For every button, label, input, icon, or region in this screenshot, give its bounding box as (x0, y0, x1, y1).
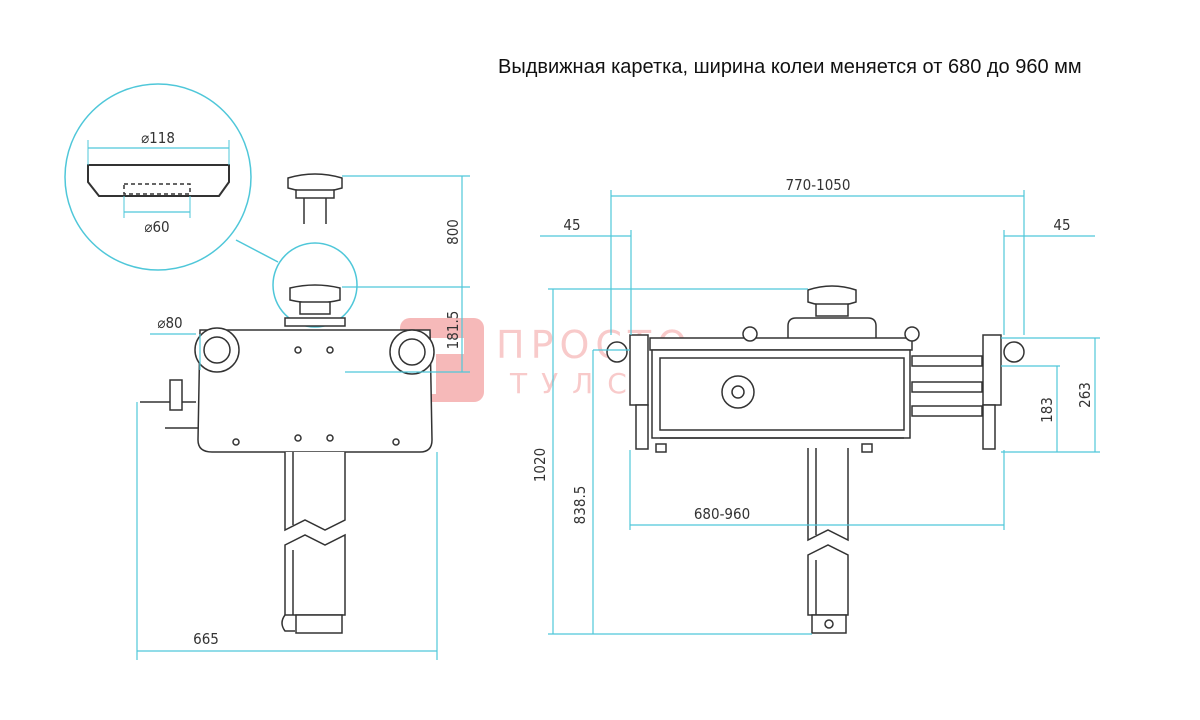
carriage-box (651, 349, 911, 439)
pad-recess (123, 183, 191, 195)
dim-45-left: 45 (563, 216, 580, 234)
dim-665: 665 (193, 630, 219, 648)
dim-183: 183 (1038, 397, 1056, 423)
side-view-dimensions (136, 175, 470, 660)
dim-181-5: 181.5 (444, 311, 462, 350)
front-view-dimensions (540, 190, 1100, 635)
zoom-circle (272, 242, 358, 328)
watermark-text-bottom: ТУЛС (509, 367, 641, 400)
dim-800: 800 (444, 219, 462, 245)
dim-diameter-118: ⌀118 (141, 129, 175, 147)
dim-263: 263 (1076, 382, 1094, 408)
dim-838-5: 838.5 (571, 486, 589, 525)
front-view (606, 285, 1025, 634)
side-view (140, 173, 435, 634)
carriage-rail (649, 337, 913, 351)
detail-leader (235, 239, 279, 263)
detail-circle (64, 83, 252, 271)
jack-body (197, 329, 433, 453)
dim-680-960: 680-960 (694, 505, 750, 523)
page-title: Выдвижная каретка, ширина колеи меняется… (498, 56, 1082, 78)
dim-diameter-80: ⌀80 (157, 314, 182, 332)
pad-section (87, 164, 230, 197)
dim-1020: 1020 (531, 448, 549, 482)
dim-45-right: 45 (1053, 216, 1070, 234)
detail-view: ⌀118 ⌀60 (64, 83, 279, 271)
dim-diameter-60: ⌀60 (144, 218, 169, 236)
dim-770-1050: 770-1050 (786, 176, 851, 194)
